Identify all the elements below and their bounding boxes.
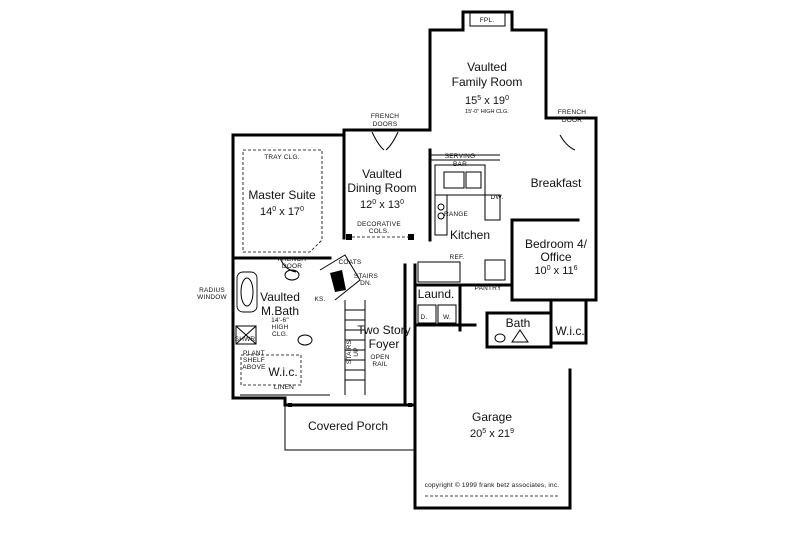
coats-note: COATS [339, 259, 362, 266]
annotations: FPL. FRENCH DOORS FRENCH DOOR TRAY CLG. … [197, 17, 586, 489]
room-labels: Vaulted Family Room 155 x 190 15'-0" HIG… [248, 60, 587, 440]
garage-label: Garage [472, 410, 512, 424]
master-suite-label: Master Suite [248, 188, 316, 202]
decorative-cols-note-2: COLS. [369, 228, 390, 235]
foyer-label: Two Story [357, 323, 410, 337]
foyer-label-2: Foyer [369, 337, 400, 351]
french-door-master-note: FRENCH [278, 256, 306, 263]
kitchen-label: Kitchen [450, 228, 490, 242]
open-rail-note-2: RAIL [372, 361, 387, 368]
bedroom-4-dimensions: 100 x 116 [534, 265, 577, 277]
decorative-cols-note: DECORATIVE [357, 221, 401, 228]
french-doors-note-2: DOORS [373, 121, 398, 128]
ks-note: KS. [314, 296, 325, 303]
high-clg-note: 14'-6" [271, 317, 289, 324]
french-doors-note: FRENCH [371, 113, 399, 120]
master-bath-label: Vaulted [260, 290, 300, 304]
bedroom-4-label: Bedroom 4/ [525, 237, 588, 251]
walls [231, 10, 598, 510]
serving-bar-note: SERVING [445, 153, 476, 160]
family-room-label-2: Family Room [452, 75, 523, 89]
ref-note: REF. [450, 254, 465, 261]
open-rail-note: OPEN [370, 354, 389, 361]
garage-dimensions: 205 x 219 [470, 428, 514, 440]
dining-room-label-2: Dining Room [347, 181, 416, 195]
dryer-note: D. [421, 314, 428, 321]
family-room-dimensions: 155 x 190 [465, 95, 509, 107]
master-suite-dimensions: 140 x 170 [260, 206, 304, 218]
dining-room-label: Vaulted [362, 167, 402, 181]
radius-window-note: RADIUS [199, 287, 225, 294]
copyright-note: copyright © 1999 frank betz associates, … [425, 481, 560, 489]
shower-note: SHWR. [235, 336, 258, 343]
family-room-high-clg: 15'-0" HIGH CLG. [465, 109, 509, 115]
french-door-right-note-2: DOOR [562, 117, 582, 124]
laundry-label: Laund. [418, 287, 455, 301]
stairs-up-note-2: UP [353, 347, 360, 356]
tray-clg-note: TRAY CLG. [264, 154, 300, 161]
range-note: RANGE [444, 211, 469, 218]
wic-right-label: W.i.c. [555, 324, 584, 338]
stairs [319, 254, 366, 395]
fixtures [235, 131, 576, 497]
french-door-master-note-2: DOOR [282, 263, 302, 270]
wic-master-label: W.i.c. [268, 365, 297, 379]
washer-note: W. [443, 314, 451, 321]
serving-bar-note-2: BAR [453, 161, 467, 168]
family-room-label: Vaulted [467, 60, 507, 74]
radius-window-note-2: WINDOW [197, 294, 227, 301]
french-door-right-note: FRENCH [558, 109, 586, 116]
stairs-dn-note: STAIRS [354, 273, 379, 280]
high-clg-note-2: HIGH [271, 324, 288, 331]
stairs-up-note: STAIRS [346, 339, 353, 364]
pantry-note: PANTRY [475, 285, 502, 292]
breakfast-label: Breakfast [531, 176, 582, 190]
plant-shelf-note-2: SHELF [243, 357, 265, 364]
fpl-note: FPL. [480, 17, 495, 24]
plant-shelf-note-3: ABOVE [242, 364, 266, 371]
master-bath-label-2: M.Bath [261, 304, 299, 318]
dining-room-dimensions: 120 x 130 [360, 199, 404, 211]
plant-shelf-note: PLANT [243, 350, 265, 357]
covered-porch-label: Covered Porch [308, 419, 388, 433]
stairs-dn-note-2: DN. [360, 280, 372, 287]
dw-note: DW. [491, 194, 504, 201]
bedroom-4-label-2: Office [540, 250, 571, 264]
linen-note: LINEN [274, 384, 294, 391]
high-clg-note-3: CLG. [272, 331, 288, 338]
bath-label: Bath [506, 316, 531, 330]
